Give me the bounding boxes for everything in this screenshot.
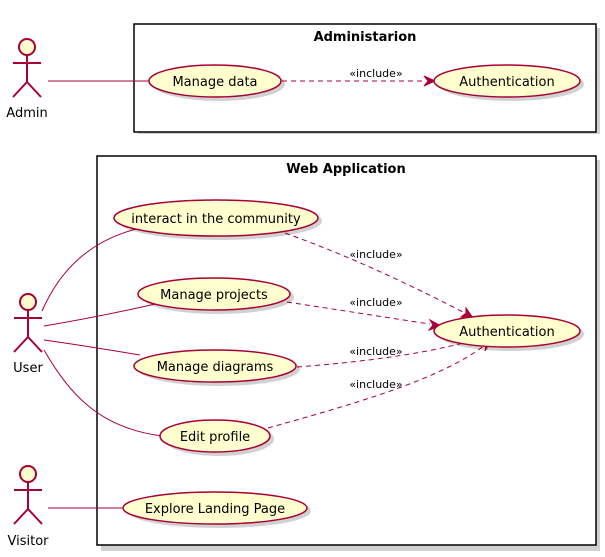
actor-visitor: Visitor [8,465,50,549]
usecase-interact-community: interact in the community [113,199,322,240]
usecase-explore-landing: Explore Landing Page [122,491,311,528]
usecase-manage-diagrams-label: Manage diagrams [157,360,274,375]
include-arrow-projects [286,301,431,325]
usecase-explore-landing-label: Explore Landing Page [145,502,285,517]
usecase-authentication-web: Authentication [433,314,584,351]
usecase-manage-projects-label: Manage projects [160,288,268,303]
usecase-edit-profile-label: Edit profile [180,430,250,445]
include-arrow-profile [267,344,486,429]
actor-admin: Admin [6,38,48,121]
actor-user-label: User [13,361,43,376]
usecase-manage-data-label: Manage data [172,75,257,90]
actor-user: User [13,293,43,376]
include-arrow-community [284,232,466,314]
actor-admin-label: Admin [6,106,47,121]
include-arrowhead-projects [427,318,443,332]
usecase-interact-community-label: interact in the community [131,212,301,227]
usecase-authentication-admin-label: Authentication [459,75,554,90]
associations [41,80,163,509]
usecase-manage-diagrams: Manage diagrams [133,349,300,386]
include-label-admin: «include» [349,67,402,80]
include-label-diagrams: «include» [349,345,402,358]
actor-visitor-label: Visitor [8,534,50,549]
package-web-application-title: Web Application [286,162,405,177]
package-administration-title: Administarion [314,30,417,45]
usecase-authentication-admin: Authentication [433,64,584,101]
usecase-manage-projects: Manage projects [137,277,294,314]
association-user-diagrams [43,339,141,356]
usecase-edit-profile: Edit profile [159,419,274,456]
include-label-projects: «include» [349,296,402,309]
include-label-profile: «include» [349,378,402,391]
include-arrow-diagrams [296,339,476,368]
include-arrowhead-admin [423,75,437,87]
include-label-community: «include» [349,248,402,261]
association-user-profile [43,349,163,437]
association-user-projects [43,302,161,327]
usecase-manage-data: Manage data [148,64,285,101]
usecase-authentication-web-label: Authentication [459,325,554,340]
package-web-application: Web Application [96,155,600,551]
association-user-community [41,227,141,312]
